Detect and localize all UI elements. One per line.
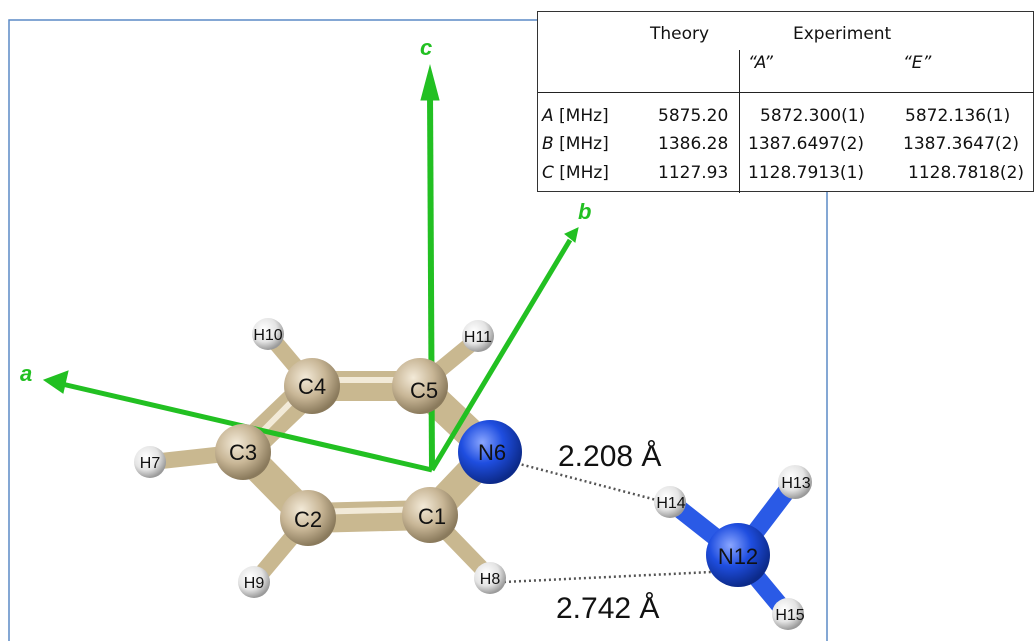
- label-h14: H14: [656, 495, 685, 512]
- table-row-c-exp-a: 1128.7913(1): [748, 163, 865, 183]
- hbond-h8-n12: [503, 570, 713, 584]
- axis-c-arrowhead: [420, 64, 440, 101]
- label-h13: H13: [781, 475, 810, 492]
- label-h9: H9: [244, 575, 265, 592]
- atoms: [134, 318, 812, 630]
- header-experiment: Experiment: [793, 24, 892, 44]
- label-h15: H15: [775, 607, 804, 624]
- atom-h9: [238, 566, 270, 598]
- viewport-frame: [8, 19, 828, 641]
- axis-b-line: [429, 238, 573, 472]
- atom-h7: [134, 446, 166, 478]
- atom-h14: [654, 486, 686, 518]
- atom-c5: [392, 358, 448, 414]
- atom-h15: [772, 598, 804, 630]
- atom-n12: [706, 523, 770, 587]
- header-sub-e: “E”: [903, 53, 932, 73]
- header-theory: Theory: [650, 24, 710, 44]
- axis-c-label: c: [420, 35, 432, 60]
- atom-labels: C4 C5 C3 C2 C1 N6 H7 H10 H11 H9 H8 H13 H…: [140, 327, 811, 624]
- axis-c-line: [427, 91, 435, 471]
- table-row-c-exp-e: 1128.7818(2): [908, 163, 1025, 183]
- label-c4: C4: [298, 374, 326, 399]
- label-h8: H8: [480, 571, 501, 588]
- table-row-b-param: B [MHz]: [542, 134, 609, 154]
- table-row-a-theory: 5875.20: [658, 106, 729, 126]
- axis-b-label: b: [578, 199, 591, 224]
- rotational-constants-table: Theory Experiment “A” “E” A [MHz] 5875.2…: [537, 11, 1034, 193]
- table-row-a-exp-e: 5872.136(1): [905, 106, 1011, 126]
- atom-c1: [402, 487, 458, 543]
- atom-h8: [474, 562, 506, 594]
- header-sub-a: “A”: [748, 53, 773, 73]
- atom-h10: [252, 318, 284, 350]
- axis-b-arrowhead: [564, 227, 579, 243]
- table-row-c-theory: 1127.93: [658, 163, 729, 183]
- label-h10: H10: [253, 327, 282, 344]
- label-c5: C5: [410, 378, 438, 403]
- axis-a-label: a: [20, 361, 32, 386]
- axis-a-arrowhead: [42, 370, 69, 394]
- atom-h13: [778, 465, 812, 499]
- atom-n6: [458, 420, 522, 484]
- atom-h11: [462, 320, 494, 352]
- table-row-c-param: C [MHz]: [542, 163, 609, 183]
- label-h7: H7: [140, 455, 161, 472]
- distance-h8-n12: 2.742 Å: [556, 592, 659, 625]
- table-row-b-exp-e: 1387.3647(2): [903, 134, 1020, 154]
- header-rule: [538, 92, 1034, 93]
- hbond-n6-h14: [511, 460, 665, 504]
- column-rule: [739, 50, 740, 193]
- label-n6: N6: [478, 440, 506, 465]
- table-row-a-param: A [MHz]: [542, 106, 609, 126]
- axis-labels: a b c: [20, 35, 591, 386]
- atom-c3: [215, 424, 271, 480]
- table-row-b-exp-a: 1387.6497(2): [748, 134, 865, 154]
- table-row-b-theory: 1386.28: [658, 134, 729, 154]
- distance-n6-h14: 2.208 Å: [558, 440, 661, 473]
- label-n12: N12: [718, 544, 758, 569]
- label-c3: C3: [229, 440, 257, 465]
- label-c2: C2: [294, 507, 322, 532]
- table-row-a-exp-a: 5872.300(1): [760, 106, 866, 126]
- atom-c4: [284, 358, 340, 414]
- label-h11: H11: [464, 329, 492, 346]
- label-c1: C1: [418, 504, 446, 529]
- atom-c2: [280, 490, 336, 546]
